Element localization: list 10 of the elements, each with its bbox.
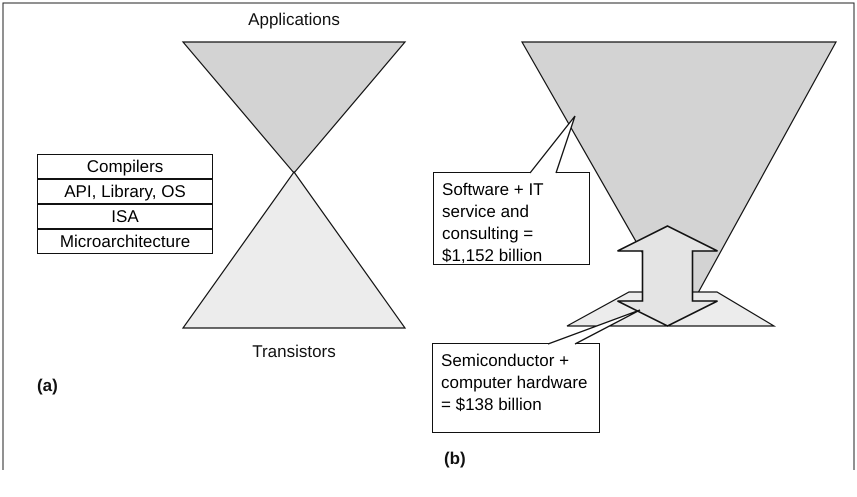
- callout-box: Software + IT service and consulting = $1,152 billion: [433, 172, 590, 265]
- panel-label: (a): [37, 376, 58, 396]
- stack-layer-row: Compilers: [37, 154, 213, 179]
- stack-layer-row: ISA: [37, 204, 213, 229]
- triangle-heading: Applications: [247, 10, 341, 30]
- triangle-heading: Transistors: [251, 342, 337, 362]
- stack-layer-row: API, Library, OS: [37, 179, 213, 204]
- panel-label: (b): [444, 449, 466, 469]
- stack-layer-row: Microarchitecture: [37, 229, 213, 254]
- double-headed-arrow: [616, 225, 718, 327]
